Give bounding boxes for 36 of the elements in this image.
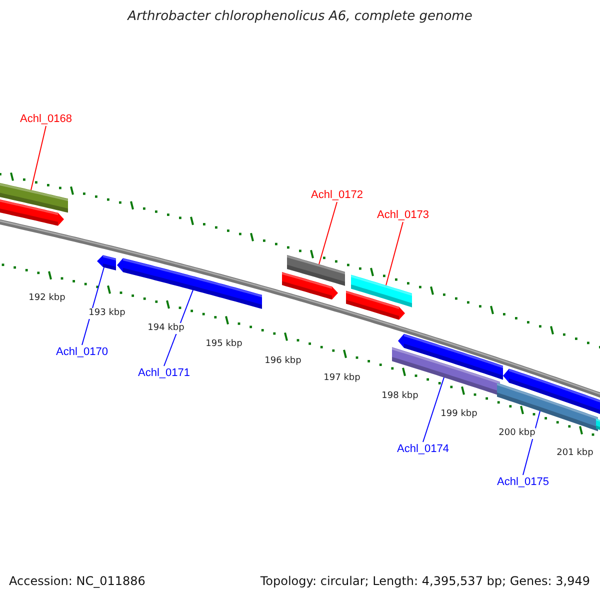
gene-feature	[0, 198, 64, 226]
gene-feature	[503, 368, 600, 416]
scale-label: 198 kbp	[382, 391, 418, 402]
scale-label: 200 kbp	[498, 428, 536, 439]
gene-feature	[287, 254, 345, 286]
leader-line	[422, 376, 444, 442]
leader-line	[318, 202, 338, 265]
gene-feature	[351, 274, 412, 308]
gene-label: Achl_0168	[20, 112, 72, 126]
gene-feature	[0, 181, 68, 213]
scale-label: 199 kbp	[440, 409, 478, 420]
scale-label: 197 kbp	[324, 373, 360, 384]
genome-stats-text: Topology: circular; Length: 4,395,537 bp; Genes: 3,949	[260, 574, 590, 588]
scale-label: 195 kbp	[206, 339, 242, 350]
scale-label: 194 kbp	[148, 323, 184, 334]
gene-label: Achl_0175	[497, 475, 549, 489]
diagram-title: Arthrobacter chlorophenolicus A6, complete genome	[126, 9, 474, 24]
gene-feature	[398, 334, 503, 380]
gene-label: Achl_0172	[311, 188, 363, 202]
gene-feature	[97, 255, 116, 270]
gene-feature	[117, 258, 262, 309]
gene-label: Achl_0173	[377, 208, 429, 222]
scale-label: 192 kbp	[28, 293, 66, 304]
scale-label: 193 kbp	[88, 308, 126, 319]
accession-text: Accession: NC_011886	[9, 574, 146, 588]
leader-line	[30, 126, 46, 191]
gene-feature	[346, 290, 405, 320]
scale-label: 201 kbp	[556, 448, 594, 459]
gene-label: Achl_0174	[397, 442, 449, 456]
gene-label: Achl_0170	[56, 345, 108, 359]
leader-line	[82, 266, 104, 346]
gene-feature	[282, 272, 338, 300]
gene-feature	[596, 418, 600, 432]
gene-label: Achl_0171	[138, 366, 190, 380]
leader-line	[386, 222, 404, 286]
scale-label: 196 kbp	[264, 356, 302, 367]
